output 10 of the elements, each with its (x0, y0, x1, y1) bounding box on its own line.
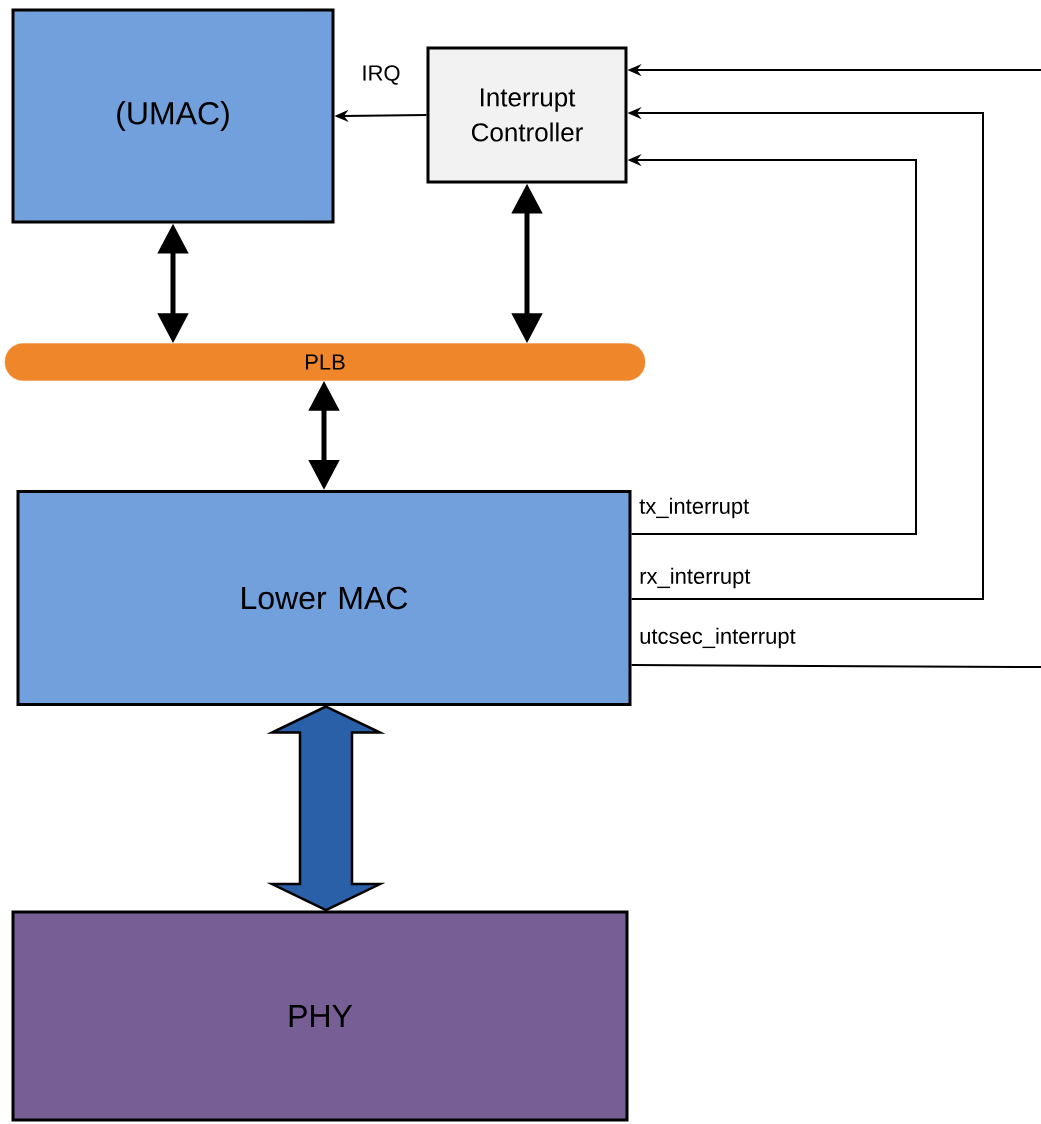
mac-box: Lower MAC (16, 490, 632, 706)
processor-box: (UMAC) (11, 8, 335, 224)
signal-label: tx_interrupt (638, 496, 751, 520)
signal-label: utcsec_interrupt (638, 626, 797, 650)
controller-box: Interrupt Controller (426, 46, 628, 184)
signal-label: IRQ (360, 64, 402, 86)
phy-box: PHY (11, 910, 629, 1122)
bus-bar: PLB (4, 343, 646, 381)
signal-label: rx_interrupt (638, 566, 752, 590)
block-arrow (266, 705, 386, 912)
